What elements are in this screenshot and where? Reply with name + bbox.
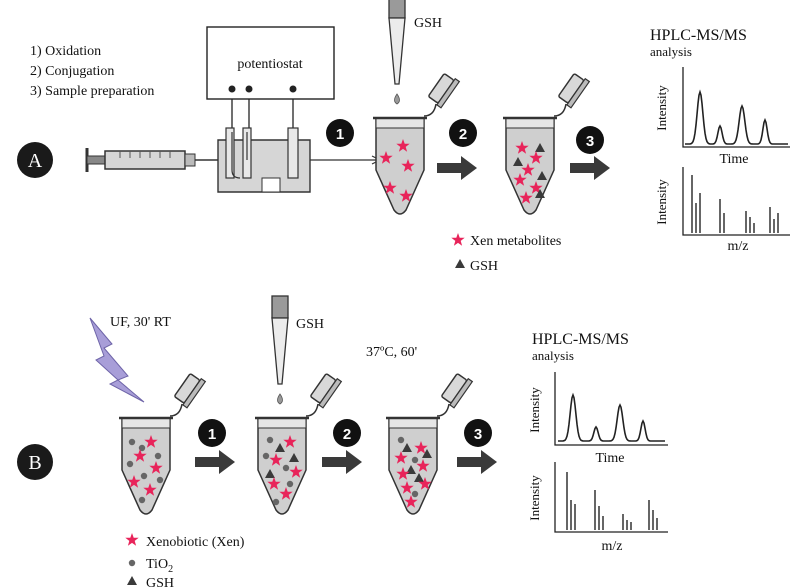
step-number: 1 — [208, 426, 216, 443]
step-number: 2 — [343, 426, 351, 443]
legend-label: Xen metabolites — [470, 234, 561, 249]
step-badge — [576, 126, 604, 154]
eppendorf-tube-icon — [384, 370, 474, 516]
step-badge — [449, 119, 477, 147]
process-arrow — [437, 156, 477, 180]
legend-label: TiO2 — [146, 557, 173, 575]
legend: Xenobiotic (Xen) TiO2 GSH — [125, 533, 245, 588]
step-badge — [198, 419, 226, 447]
axis-label-y: Intensity — [654, 85, 669, 131]
panel-label: B — [28, 452, 41, 474]
axis-label-x: m/z — [602, 539, 623, 554]
hplc-title: HPLC-MS/MS — [532, 331, 629, 348]
triangle-icon — [455, 259, 465, 268]
axis-label-x: m/z — [728, 239, 749, 254]
panel-label: A — [28, 150, 43, 172]
panel-label-badge — [17, 142, 53, 178]
electrochemical-cell-icon — [217, 127, 382, 193]
axis-label-y: Intensity — [527, 387, 542, 433]
legend-label: GSH — [146, 576, 174, 588]
step-list-item: 2) Conjugation — [30, 64, 114, 79]
step-number: 1 — [336, 126, 344, 143]
eppendorf-tube-icon — [371, 70, 461, 216]
step-badge — [326, 119, 354, 147]
axis-label-y: Intensity — [527, 475, 542, 521]
step-badge — [333, 419, 361, 447]
star-icon — [125, 533, 139, 546]
circle-icon — [128, 559, 136, 567]
hplc-subtitle: analysis — [650, 44, 692, 59]
axis-label-x: Time — [595, 451, 624, 466]
step-number: 3 — [474, 426, 482, 443]
lightning-icon — [89, 317, 145, 403]
step-badge — [464, 419, 492, 447]
mass-spectrum-icon — [554, 462, 668, 533]
pipette-icon — [271, 295, 289, 405]
triangle-icon — [127, 576, 137, 585]
chromatogram-icon — [554, 372, 668, 446]
process-arrow — [322, 450, 362, 474]
star-icon — [451, 233, 465, 246]
hplc-title: HPLC-MS/MS — [650, 27, 747, 44]
step-number: 3 — [586, 133, 594, 150]
process-arrow — [457, 450, 497, 474]
potentiostat-label: potentiostat — [237, 57, 302, 72]
panel-a: 1) Oxidation 2) Conjugation 3) Sample pr… — [17, 0, 790, 274]
panel-b: B UF, 30' RT 1 GSH — [17, 295, 668, 588]
legend-label: Xenobiotic (Xen) — [146, 535, 245, 550]
pipette-icon — [388, 0, 406, 105]
process-arrow — [195, 450, 235, 474]
axis-label-x: Time — [719, 152, 748, 167]
uv-condition-label: UF, 30' RT — [110, 315, 171, 330]
process-arrow — [570, 156, 610, 180]
step-number: 2 — [459, 126, 467, 143]
incubation-label: 37ºC, 60' — [366, 345, 417, 360]
eppendorf-tube-icon — [253, 370, 343, 516]
step-list-item: 1) Oxidation — [30, 44, 101, 59]
step-list-item: 3) Sample preparation — [30, 84, 154, 99]
syringe-icon — [85, 148, 220, 172]
panel-label-badge — [17, 444, 53, 480]
mass-spectrum-icon — [682, 167, 790, 236]
chromatogram-icon — [682, 67, 790, 148]
legend: Xen metabolites GSH — [451, 233, 561, 274]
potentiostat-box — [206, 26, 335, 100]
gsh-label: GSH — [414, 16, 442, 31]
gsh-label: GSH — [296, 317, 324, 332]
legend-label: GSH — [470, 259, 498, 274]
hplc-subtitle: analysis — [532, 348, 574, 363]
axis-label-y: Intensity — [654, 179, 669, 225]
